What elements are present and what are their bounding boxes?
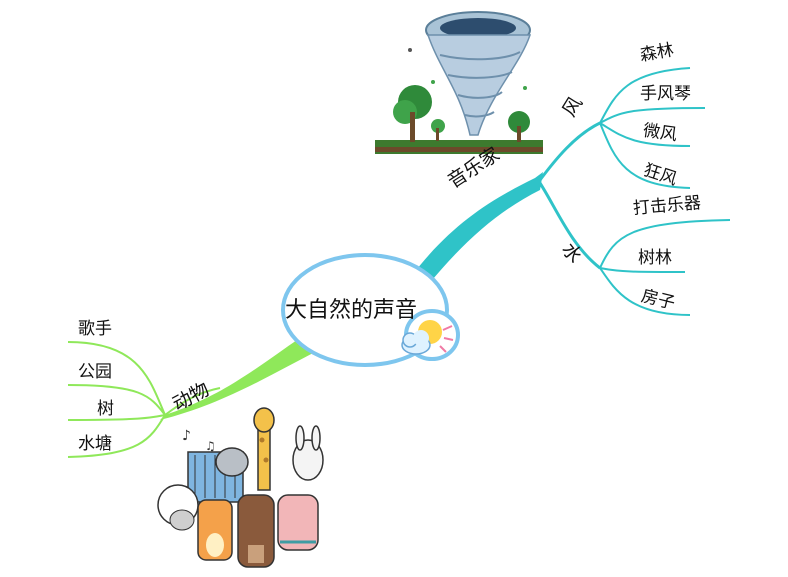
leaf-wind-accordion: 手风琴 — [640, 84, 691, 104]
connector-animals-singer — [67, 341, 166, 416]
connector-wind-breeze — [599, 122, 691, 147]
connector-wind-gale — [599, 122, 691, 189]
center-node-label: 大自然的声音 — [285, 298, 418, 323]
branch-animals-stem — [160, 338, 315, 420]
leaf-animals-pond: 水塘 — [78, 434, 112, 454]
svg-text:♪: ♪ — [182, 428, 191, 444]
connector-water-grove — [599, 267, 686, 273]
connector-animals-tree — [67, 414, 166, 421]
branch-musician-to-water — [536, 179, 601, 270]
connector-wind-forest — [599, 67, 691, 124]
connector-wind-accordion — [599, 107, 706, 124]
connector-water-house — [599, 267, 691, 316]
leaf-animals-tree: 树 — [97, 399, 114, 419]
branch-musician-underline — [538, 121, 601, 181]
leaf-animals-singer: 歌手 — [78, 319, 112, 339]
leaf-wind-breeze: 微风 — [641, 120, 679, 146]
svg-text:♫: ♫ — [205, 439, 216, 453]
connector-animals-pond — [67, 414, 166, 458]
connector-water-percussion — [599, 219, 731, 269]
leaf-water-grove: 树林 — [638, 248, 672, 268]
branch-musician-stem — [410, 172, 543, 285]
connector-animals-park — [67, 384, 166, 416]
leaf-animals-park: 公园 — [78, 362, 112, 382]
branch-animals-underline — [164, 387, 221, 416]
